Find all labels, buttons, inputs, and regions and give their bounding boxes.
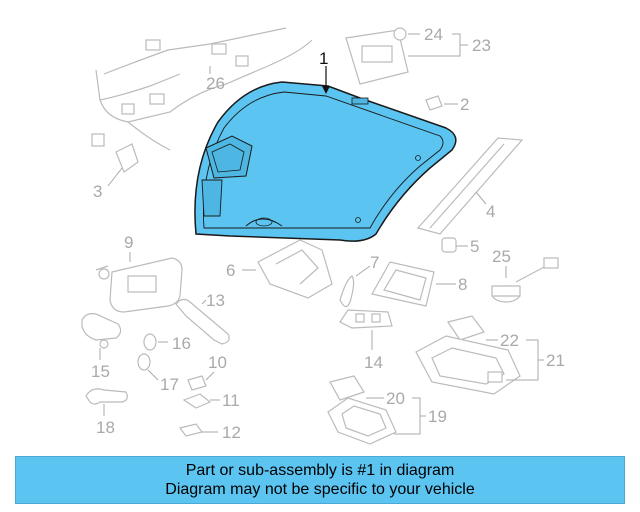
callout-17: 17 [160, 375, 179, 394]
part-21-console: 22 21 [415, 315, 565, 395]
part-14-bracket: 14 [339, 309, 393, 372]
callout-1: 1 [319, 49, 328, 68]
part-23-lamp-assembly: 24 23 [345, 25, 491, 85]
callout-11: 11 [222, 391, 240, 410]
part-1-trunk-lid-panel: 1 [194, 49, 457, 242]
part-12-cap: 12 [178, 423, 241, 442]
part-15-visor-clip: 15 [81, 313, 122, 381]
callout-24: 24 [424, 25, 443, 44]
part-25-sensor: 25 [491, 247, 559, 303]
callout-14: 14 [364, 353, 383, 372]
part-9-sun-visor: 9 [95, 233, 183, 313]
part-26-wiring-harness: 26 [91, 27, 313, 151]
part-13-grab-handle: 13 [175, 291, 230, 345]
part-17-clip: 17 [137, 353, 179, 394]
part-19-lamp: 20 19 [327, 375, 447, 445]
callout-8: 8 [458, 275, 467, 294]
parts-diagram: 26 3 1 24 23 2 [81, 25, 565, 445]
banner-line-2: Diagram may not be specific to your vehi… [165, 481, 475, 498]
info-banner: Part or sub-assembly is #1 in diagram Di… [15, 456, 625, 504]
callout-6: 6 [226, 261, 235, 280]
part-7-seal: 7 [339, 253, 379, 308]
part-18-handle: 18 [85, 388, 128, 437]
part-6-bracket: 6 [226, 239, 333, 299]
callout-5: 5 [470, 237, 479, 256]
callout-12: 12 [222, 423, 241, 442]
callout-16: 16 [172, 334, 191, 353]
part-4-trim-strip: 4 [416, 137, 524, 235]
callout-9: 9 [124, 233, 133, 252]
callout-20: 20 [386, 389, 405, 408]
part-5-grommet: 5 [441, 237, 479, 256]
part-16-ring: 16 [143, 333, 191, 353]
callout-19: 19 [428, 407, 447, 426]
callout-7: 7 [370, 253, 379, 272]
callout-2: 2 [460, 95, 469, 114]
callout-23: 23 [472, 36, 491, 55]
part-11-bracket: 11 [182, 391, 240, 410]
callout-21: 21 [546, 351, 565, 370]
callout-22: 22 [500, 331, 519, 350]
part-8-housing: 8 [371, 261, 467, 307]
callout-25: 25 [492, 247, 511, 266]
callout-3: 3 [93, 182, 102, 201]
callout-26: 26 [206, 74, 225, 93]
callout-4: 4 [486, 202, 495, 221]
callout-13: 13 [206, 291, 225, 310]
part-10-cover: 10 [187, 353, 227, 391]
banner-line-1: Part or sub-assembly is #1 in diagram [185, 462, 455, 479]
part-3-bracket: 3 [93, 143, 139, 201]
callout-18: 18 [96, 418, 115, 437]
callout-15: 15 [91, 362, 110, 381]
part-2-clip: 2 [425, 95, 469, 114]
callout-10: 10 [208, 353, 227, 372]
